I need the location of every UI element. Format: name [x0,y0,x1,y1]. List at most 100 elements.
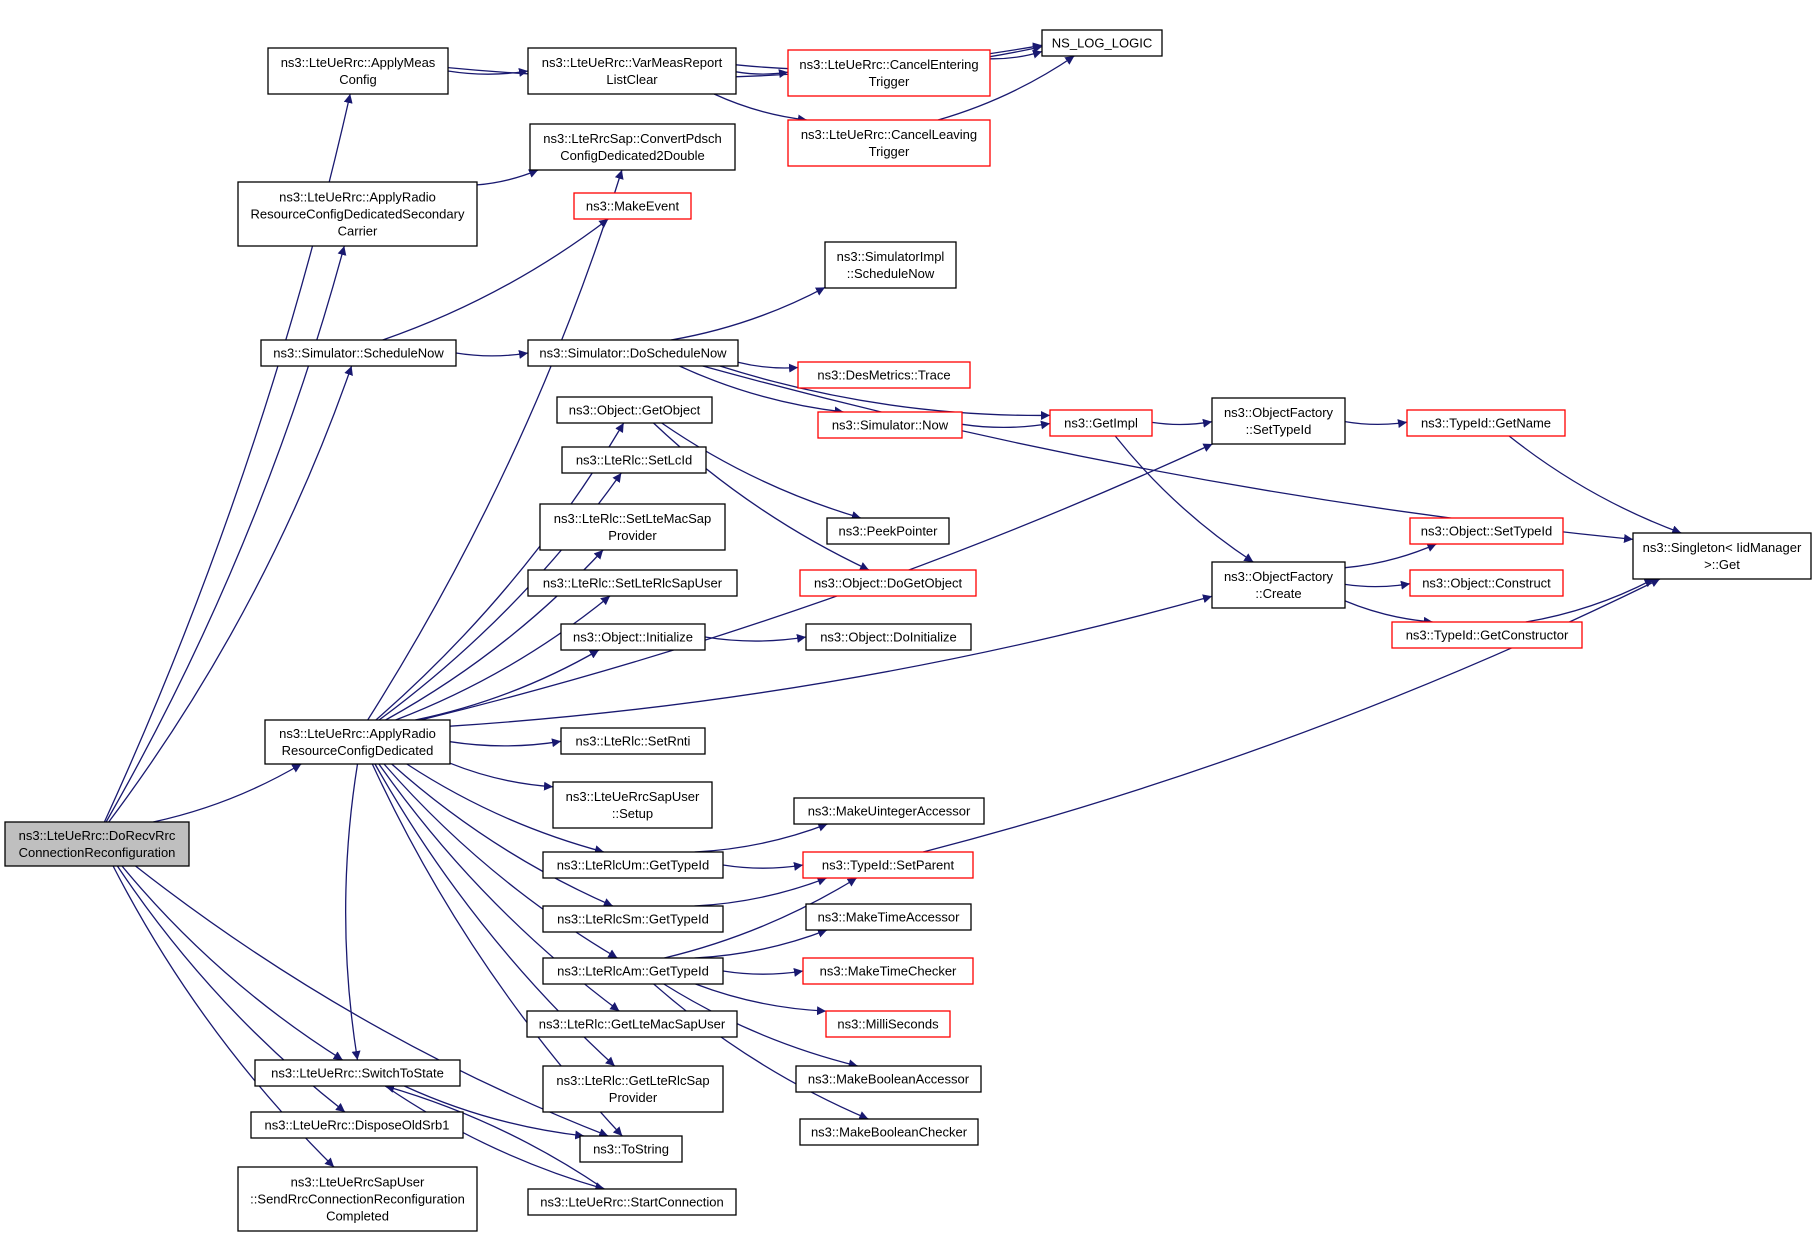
edge-cancelLeave-to-nsLog [937,55,1075,121]
node-makeEvent[interactable]: ns3::MakeEvent [573,192,692,220]
node-switchState[interactable]: ns3::LteUeRrc::SwitchToState [254,1059,461,1087]
node-getMacSap[interactable]: ns3::LteRlc::GetLteMacSapUser [526,1010,738,1038]
edge-amTypeId-to-setParent [664,877,858,959]
node-label: Trigger [869,74,910,89]
node-startConn[interactable]: ns3::LteUeRrc::StartConnection [527,1188,737,1216]
node-objInit[interactable]: ns3::Object::Initialize [560,623,706,651]
node-doSched[interactable]: ns3::Simulator::DoScheduleNow [527,339,739,367]
edge-root-to-applyRadioSec [105,245,347,823]
node-root[interactable]: ns3::LteUeRrc::DoRecvRrcConnectionReconf… [4,821,190,867]
node-box [250,1111,464,1139]
node-milliSec[interactable]: ns3::MilliSeconds [825,1010,951,1038]
edge-amTypeId-to-makeBoolAcc [663,983,858,1069]
node-getName[interactable]: ns3::TypeId::GetName [1406,409,1566,437]
node-label: ns3::SimulatorImpl [837,249,945,264]
node-getCtor[interactable]: ns3::TypeId::GetConstructor [1391,621,1583,649]
node-box [526,1010,738,1038]
node-desTrace[interactable]: ns3::DesMetrics::Trace [797,361,971,389]
node-box [826,517,950,545]
node-objConstruct[interactable]: ns3::Object::Construct [1409,569,1564,597]
node-box [824,241,957,289]
node-makeBoolChk[interactable]: ns3::MakeBooleanChecker [799,1118,979,1146]
node-box [542,1065,724,1113]
node-setLcId[interactable]: ns3::LteRlc::SetLcId [561,446,707,474]
node-objSetTypeId[interactable]: ns3::Object::SetTypeId [1409,517,1564,545]
node-amTypeId[interactable]: ns3::LteRlcAm::GetTypeId [542,957,724,985]
node-makeBoolAcc[interactable]: ns3::MakeBooleanAccessor [795,1065,982,1093]
node-label: Completed [326,1209,389,1224]
node-ofSetTypeId[interactable]: ns3::ObjectFactory::SetTypeId [1211,397,1346,445]
node-box [260,339,457,367]
node-disposeSrb1[interactable]: ns3::LteUeRrc::DisposeOldSrb1 [250,1111,464,1139]
node-box [787,49,991,97]
node-applyRadio[interactable]: ns3::LteUeRrc::ApplyRadioResourceConfigD… [264,719,451,765]
node-singleton[interactable]: ns3::Singleton< IidManager>::Get [1632,532,1812,580]
node-label: ns3::LteRlc::SetLteMacSap [554,511,712,526]
node-makeTimeChk[interactable]: ns3::MakeTimeChecker [802,957,974,985]
node-label: ns3::LteRlcSm::GetTypeId [557,912,709,927]
node-box [805,903,972,931]
node-getObject[interactable]: ns3::Object::GetObject [556,396,713,424]
edge-getImpl-to-ofSetTypeId [1151,418,1213,428]
node-simNow[interactable]: ns3::Simulator::Now [817,411,963,439]
node-setRlcSapUser[interactable]: ns3::LteRlc::SetLteRlcSapUser [527,569,738,597]
node-implSched[interactable]: ns3::SimulatorImpl::ScheduleNow [824,241,957,289]
edge-amTypeId-to-milliSec [695,983,827,1016]
node-umTypeId[interactable]: ns3::LteRlcUm::GetTypeId [542,851,724,879]
node-applyRadioSec[interactable]: ns3::LteUeRrc::ApplyRadioResourceConfigD… [237,181,478,247]
node-setRnti[interactable]: ns3::LteRlc::SetRnti [560,727,706,755]
node-label: ListClear [606,72,658,87]
node-peekPtr[interactable]: ns3::PeekPointer [826,517,950,545]
edge-applyRadio-to-setRnti [449,738,562,748]
node-label: ns3::LteUeRrc::ApplyMeas [281,55,436,70]
node-makeUint[interactable]: ns3::MakeUintegerAccessor [793,797,985,825]
node-box [542,905,724,933]
node-box [817,411,963,439]
node-smTypeId[interactable]: ns3::LteRlcSm::GetTypeId [542,905,724,933]
node-box [1211,561,1346,609]
node-label: ns3::LteUeRrc::DisposeOldSrb1 [265,1118,450,1133]
node-label: ns3::Simulator::Now [832,418,949,433]
node-doGetObj[interactable]: ns3::Object::DoGetObject [799,569,977,597]
node-box [529,123,736,171]
node-label: ns3::Singleton< IidManager [1643,540,1802,555]
edge-getObject-to-doGetObj [653,422,870,571]
node-box [264,719,451,765]
edge-objInit-to-doInit [704,633,807,643]
node-box [527,339,739,367]
node-ofCreate[interactable]: ns3::ObjectFactory::Create [1211,561,1346,609]
node-box [237,181,478,247]
node-makeTimeAcc[interactable]: ns3::MakeTimeAccessor [805,903,972,931]
node-getImpl[interactable]: ns3::GetImpl [1049,409,1153,437]
node-toString[interactable]: ns3::ToString [579,1135,683,1163]
node-label: ns3::Object::GetObject [569,403,701,418]
node-box [787,119,991,167]
node-convPdsch[interactable]: ns3::LteRrcSap::ConvertPdschConfigDedica… [529,123,736,171]
node-label: ::Create [1255,586,1301,601]
node-label: ns3::LteRlc::SetLcId [576,453,692,468]
node-sendRrc[interactable]: ns3::LteUeRrcSapUser::SendRrcConnectionR… [237,1166,478,1232]
node-nsLog[interactable]: NS_LOG_LOGIC [1041,29,1163,57]
edge-setParent-to-singleton [922,578,1661,853]
node-label: ns3::ObjectFactory [1224,569,1334,584]
node-sapSetup[interactable]: ns3::LteUeRrcSapUser::Setup [552,781,713,829]
edge-amTypeId-to-makeBoolChk [653,983,869,1120]
edge-doSched-to-getImpl [719,365,1051,420]
node-box [254,1059,461,1087]
node-label: ::SendRrcConnectionReconfiguration [250,1192,465,1207]
node-label: ns3::LteUeRrc::ApplyRadio [279,190,436,205]
node-label: ns3::Simulator::DoScheduleNow [539,346,727,361]
edge-applyRadio-to-objInit [415,649,600,721]
node-box [1409,569,1564,597]
node-doInit[interactable]: ns3::Object::DoInitialize [805,623,972,651]
node-box [799,1118,979,1146]
node-schedNow[interactable]: ns3::Simulator::ScheduleNow [260,339,457,367]
node-setParent[interactable]: ns3::TypeId::SetParent [802,851,974,879]
